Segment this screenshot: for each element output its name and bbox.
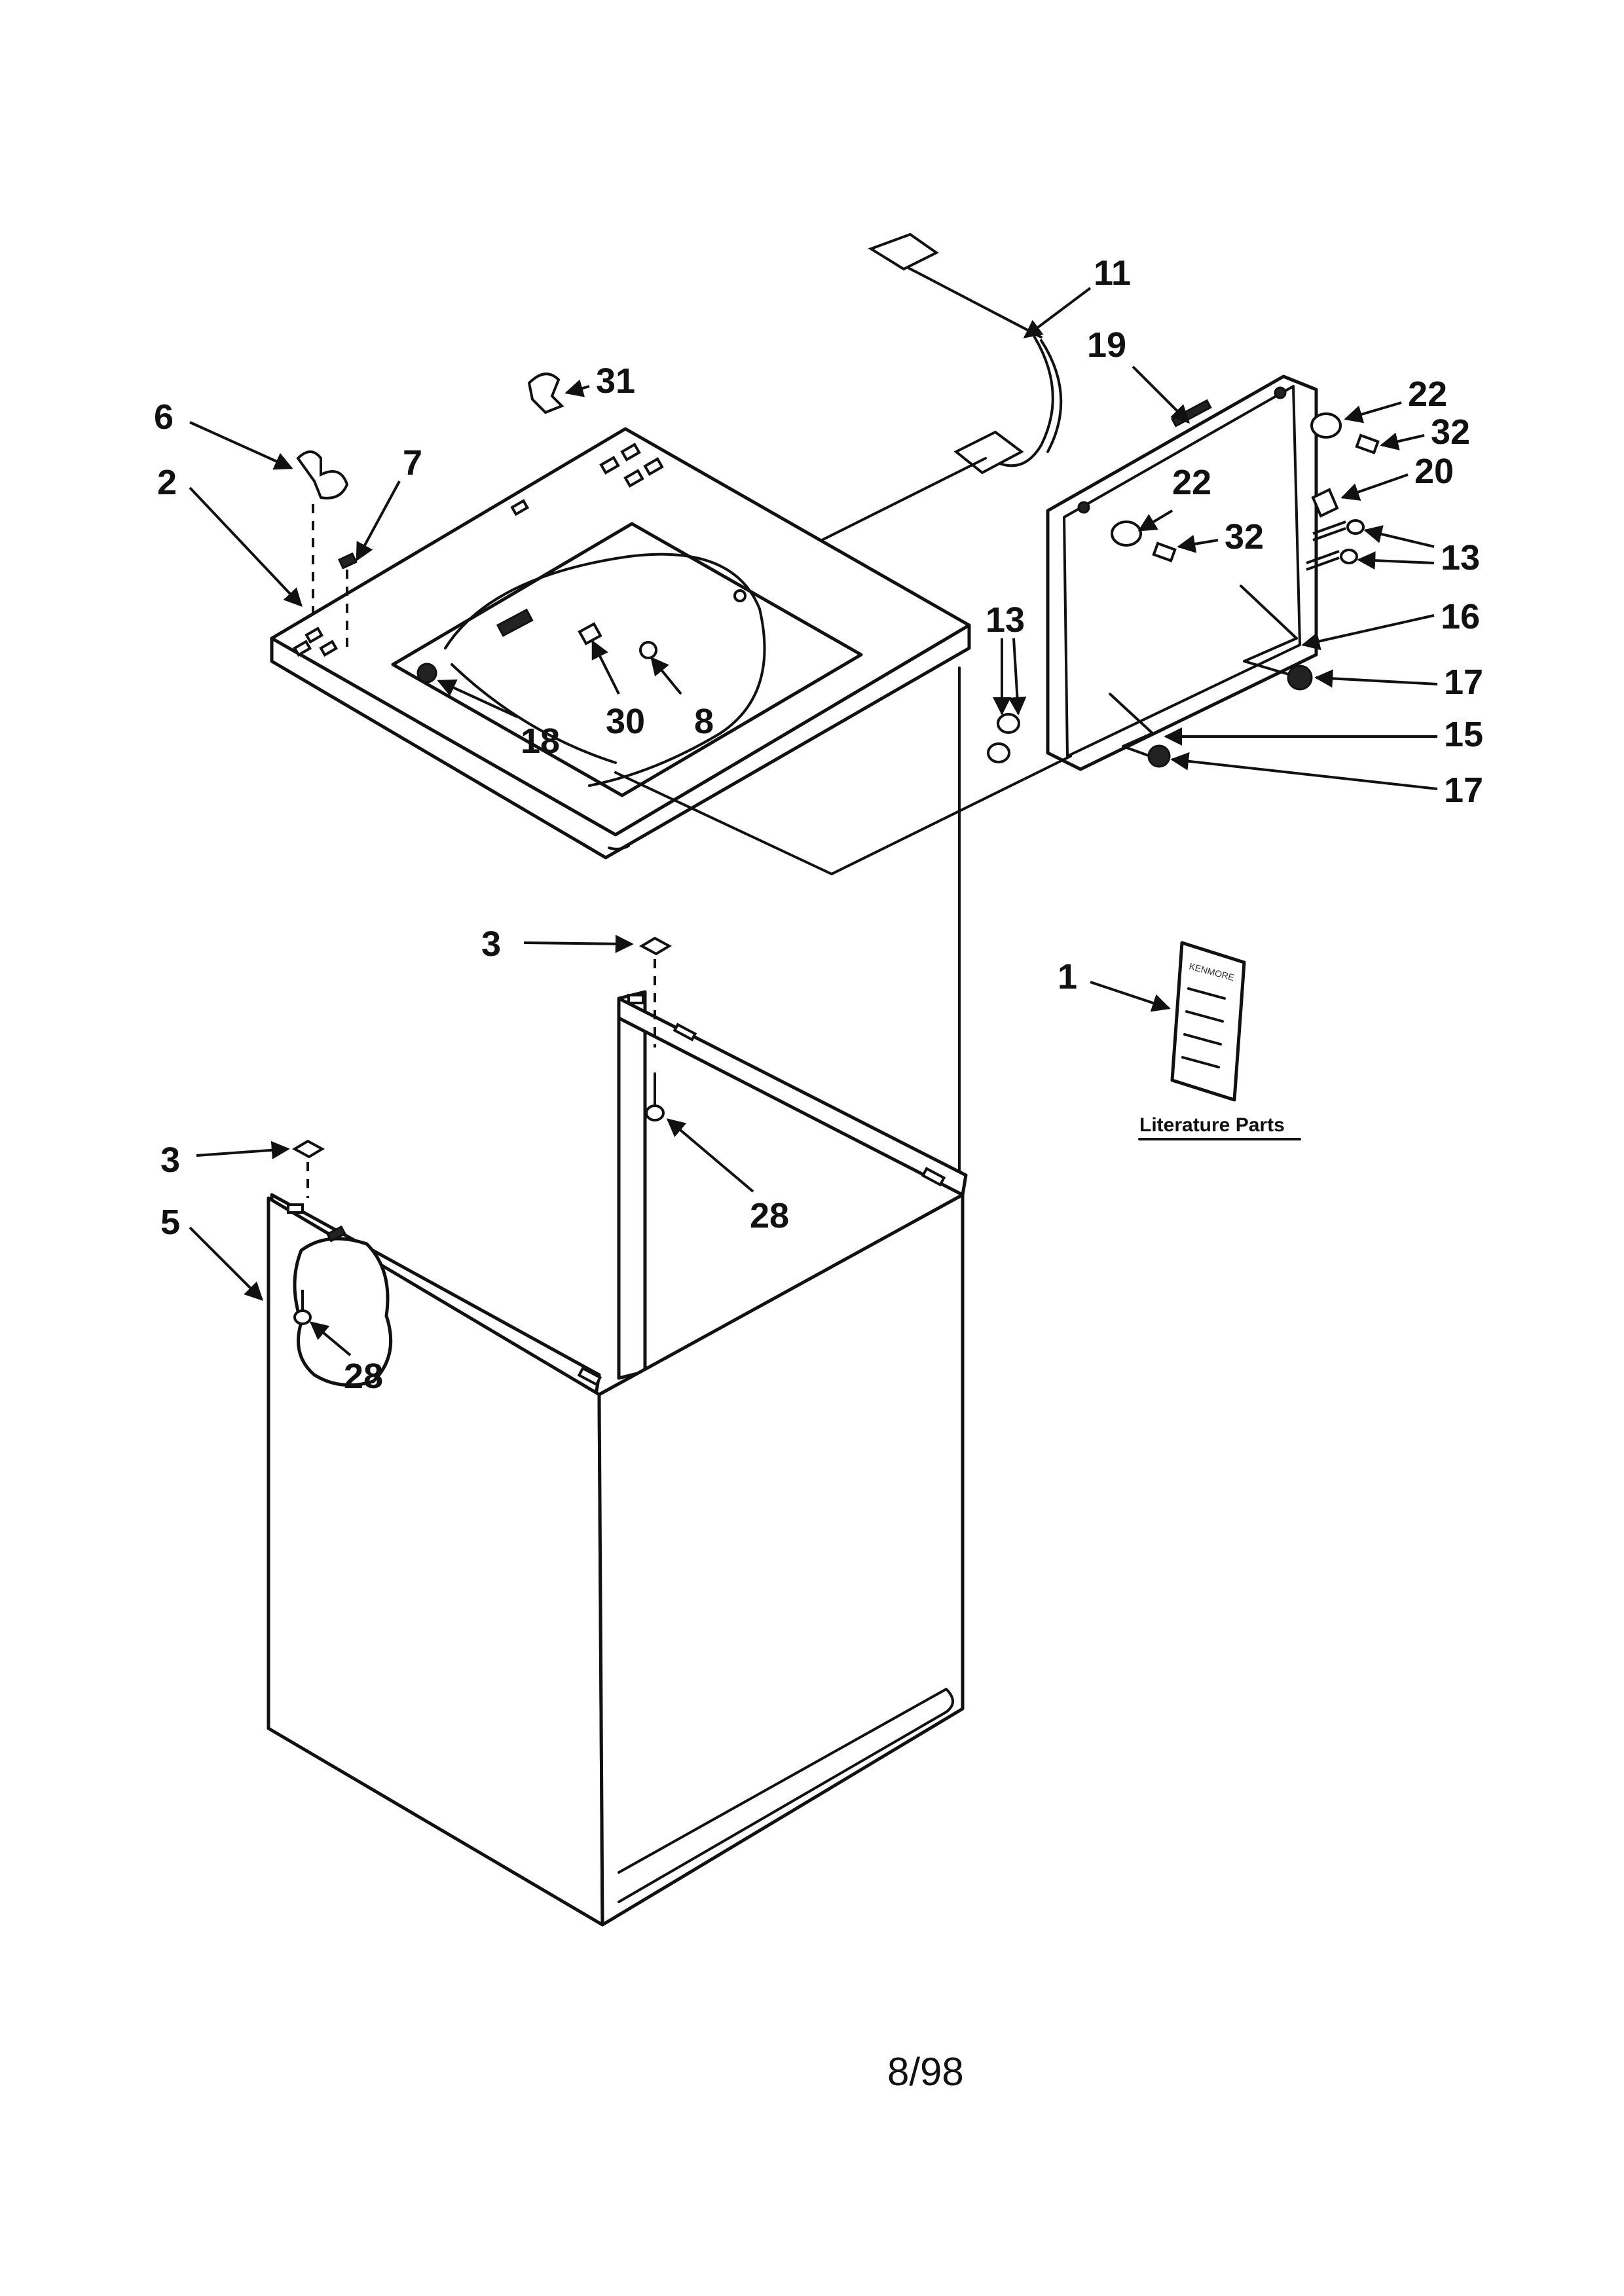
callout-15: 15 — [1444, 715, 1483, 754]
callout-19: 19 — [1087, 325, 1126, 365]
callout-16: 16 — [1441, 597, 1480, 636]
callout-5: 5 — [160, 1203, 180, 1242]
clip-part-3-front — [291, 1139, 325, 1159]
screw-part-28-rear — [645, 1072, 665, 1121]
callout-11: 11 — [1094, 253, 1131, 293]
construction-line-mid — [614, 755, 1072, 875]
console-frame — [868, 232, 1380, 771]
leader-lines — [189, 287, 1438, 1357]
top-panel — [270, 427, 971, 860]
callout-18: 18 — [521, 721, 560, 761]
clip-part-7 — [338, 552, 358, 570]
callout-7: 7 — [403, 443, 422, 483]
literature-caption: Literature Parts — [1139, 1114, 1285, 1136]
callout-20: 20 — [1414, 452, 1454, 491]
clip-part-6 — [296, 450, 349, 500]
literature-booklet: KENMORE — [1170, 941, 1246, 1102]
footer-date: 8/98 — [887, 2050, 964, 2094]
callout-28-rear: 28 — [750, 1196, 789, 1235]
callout-31: 31 — [596, 361, 635, 401]
callout-28-front: 28 — [344, 1357, 383, 1396]
callout-3-rear: 3 — [481, 924, 501, 964]
callout-22-upper: 22 — [1408, 374, 1447, 414]
callout-13-left: 13 — [986, 600, 1025, 640]
callout-17-upper: 17 — [1444, 663, 1483, 702]
callout-22-lower: 22 — [1172, 463, 1211, 502]
callout-30: 30 — [606, 702, 645, 741]
callout-3-front: 3 — [160, 1140, 180, 1180]
clip-part-3-rear — [638, 936, 673, 956]
clip-part-31 — [527, 373, 564, 414]
callout-13-right: 13 — [1441, 538, 1480, 577]
callout-8: 8 — [694, 702, 714, 741]
cabinet — [267, 990, 968, 1927]
callout-6: 6 — [154, 397, 174, 437]
construction-line-top — [821, 457, 987, 541]
callout-1: 1 — [1058, 957, 1077, 996]
callout-32-lower: 32 — [1225, 517, 1264, 556]
callout-32-upper: 32 — [1431, 412, 1470, 452]
callout-17-lower: 17 — [1444, 771, 1483, 810]
callout-2: 2 — [157, 463, 177, 502]
